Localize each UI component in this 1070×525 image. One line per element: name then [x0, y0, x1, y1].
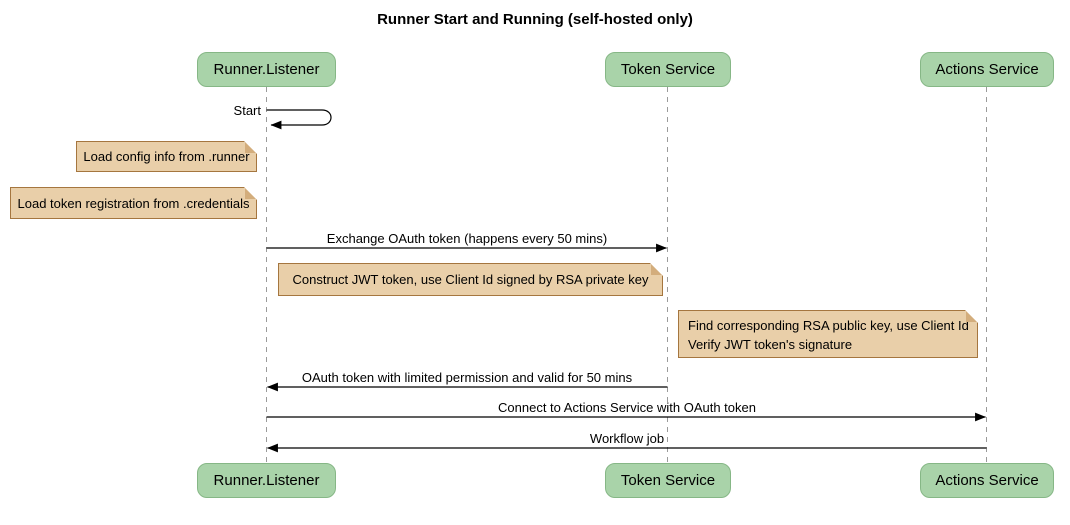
participant-actions-service-bottom: Actions Service [920, 463, 1054, 498]
message-label-exchange-token: Exchange OAuth token (happens every 50 m… [326, 231, 608, 246]
note-text: Load token registration from .credential… [17, 195, 250, 211]
note-load-credentials: Load token registration from .credential… [10, 187, 257, 219]
participant-label: Actions Service [935, 472, 1039, 489]
participant-actions-service-top: Actions Service [920, 52, 1054, 87]
participant-token-service-bottom: Token Service [605, 463, 731, 498]
message-label-connect: Connect to Actions Service with OAuth to… [498, 400, 756, 415]
note-text-line: Find corresponding RSA public key, use C… [688, 318, 969, 333]
note-text-line: Verify JWT token's signature [688, 336, 853, 352]
participant-label: Token Service [620, 61, 716, 78]
participant-token-service-top: Token Service [605, 52, 731, 87]
participant-label: Token Service [620, 472, 716, 489]
note-verify-jwt: Find corresponding RSA public key, use C… [678, 310, 978, 358]
note-construct-jwt: Construct JWT token, use Client Id signe… [278, 263, 663, 296]
message-arrow-start-self [266, 109, 332, 130]
note-load-config: Load config info from .runner [76, 141, 257, 172]
participant-runner-listener-top: Runner.Listener [197, 52, 336, 87]
note-text: Load config info from .runner [83, 149, 250, 164]
diagram-title: Runner Start and Running (self-hosted on… [377, 11, 693, 28]
participant-label: Runner.Listener [213, 472, 320, 489]
participant-label: Actions Service [935, 61, 1039, 78]
participant-label: Runner.Listener [213, 61, 320, 78]
participant-runner-listener-bottom: Runner.Listener [197, 463, 336, 498]
message-label-start: Start [233, 103, 261, 118]
message-label-workflow-job: Workflow job [589, 431, 665, 446]
message-label-oauth-return: OAuth token with limited permission and … [301, 370, 633, 385]
note-text: Construct JWT token, use Client Id signe… [292, 272, 649, 287]
